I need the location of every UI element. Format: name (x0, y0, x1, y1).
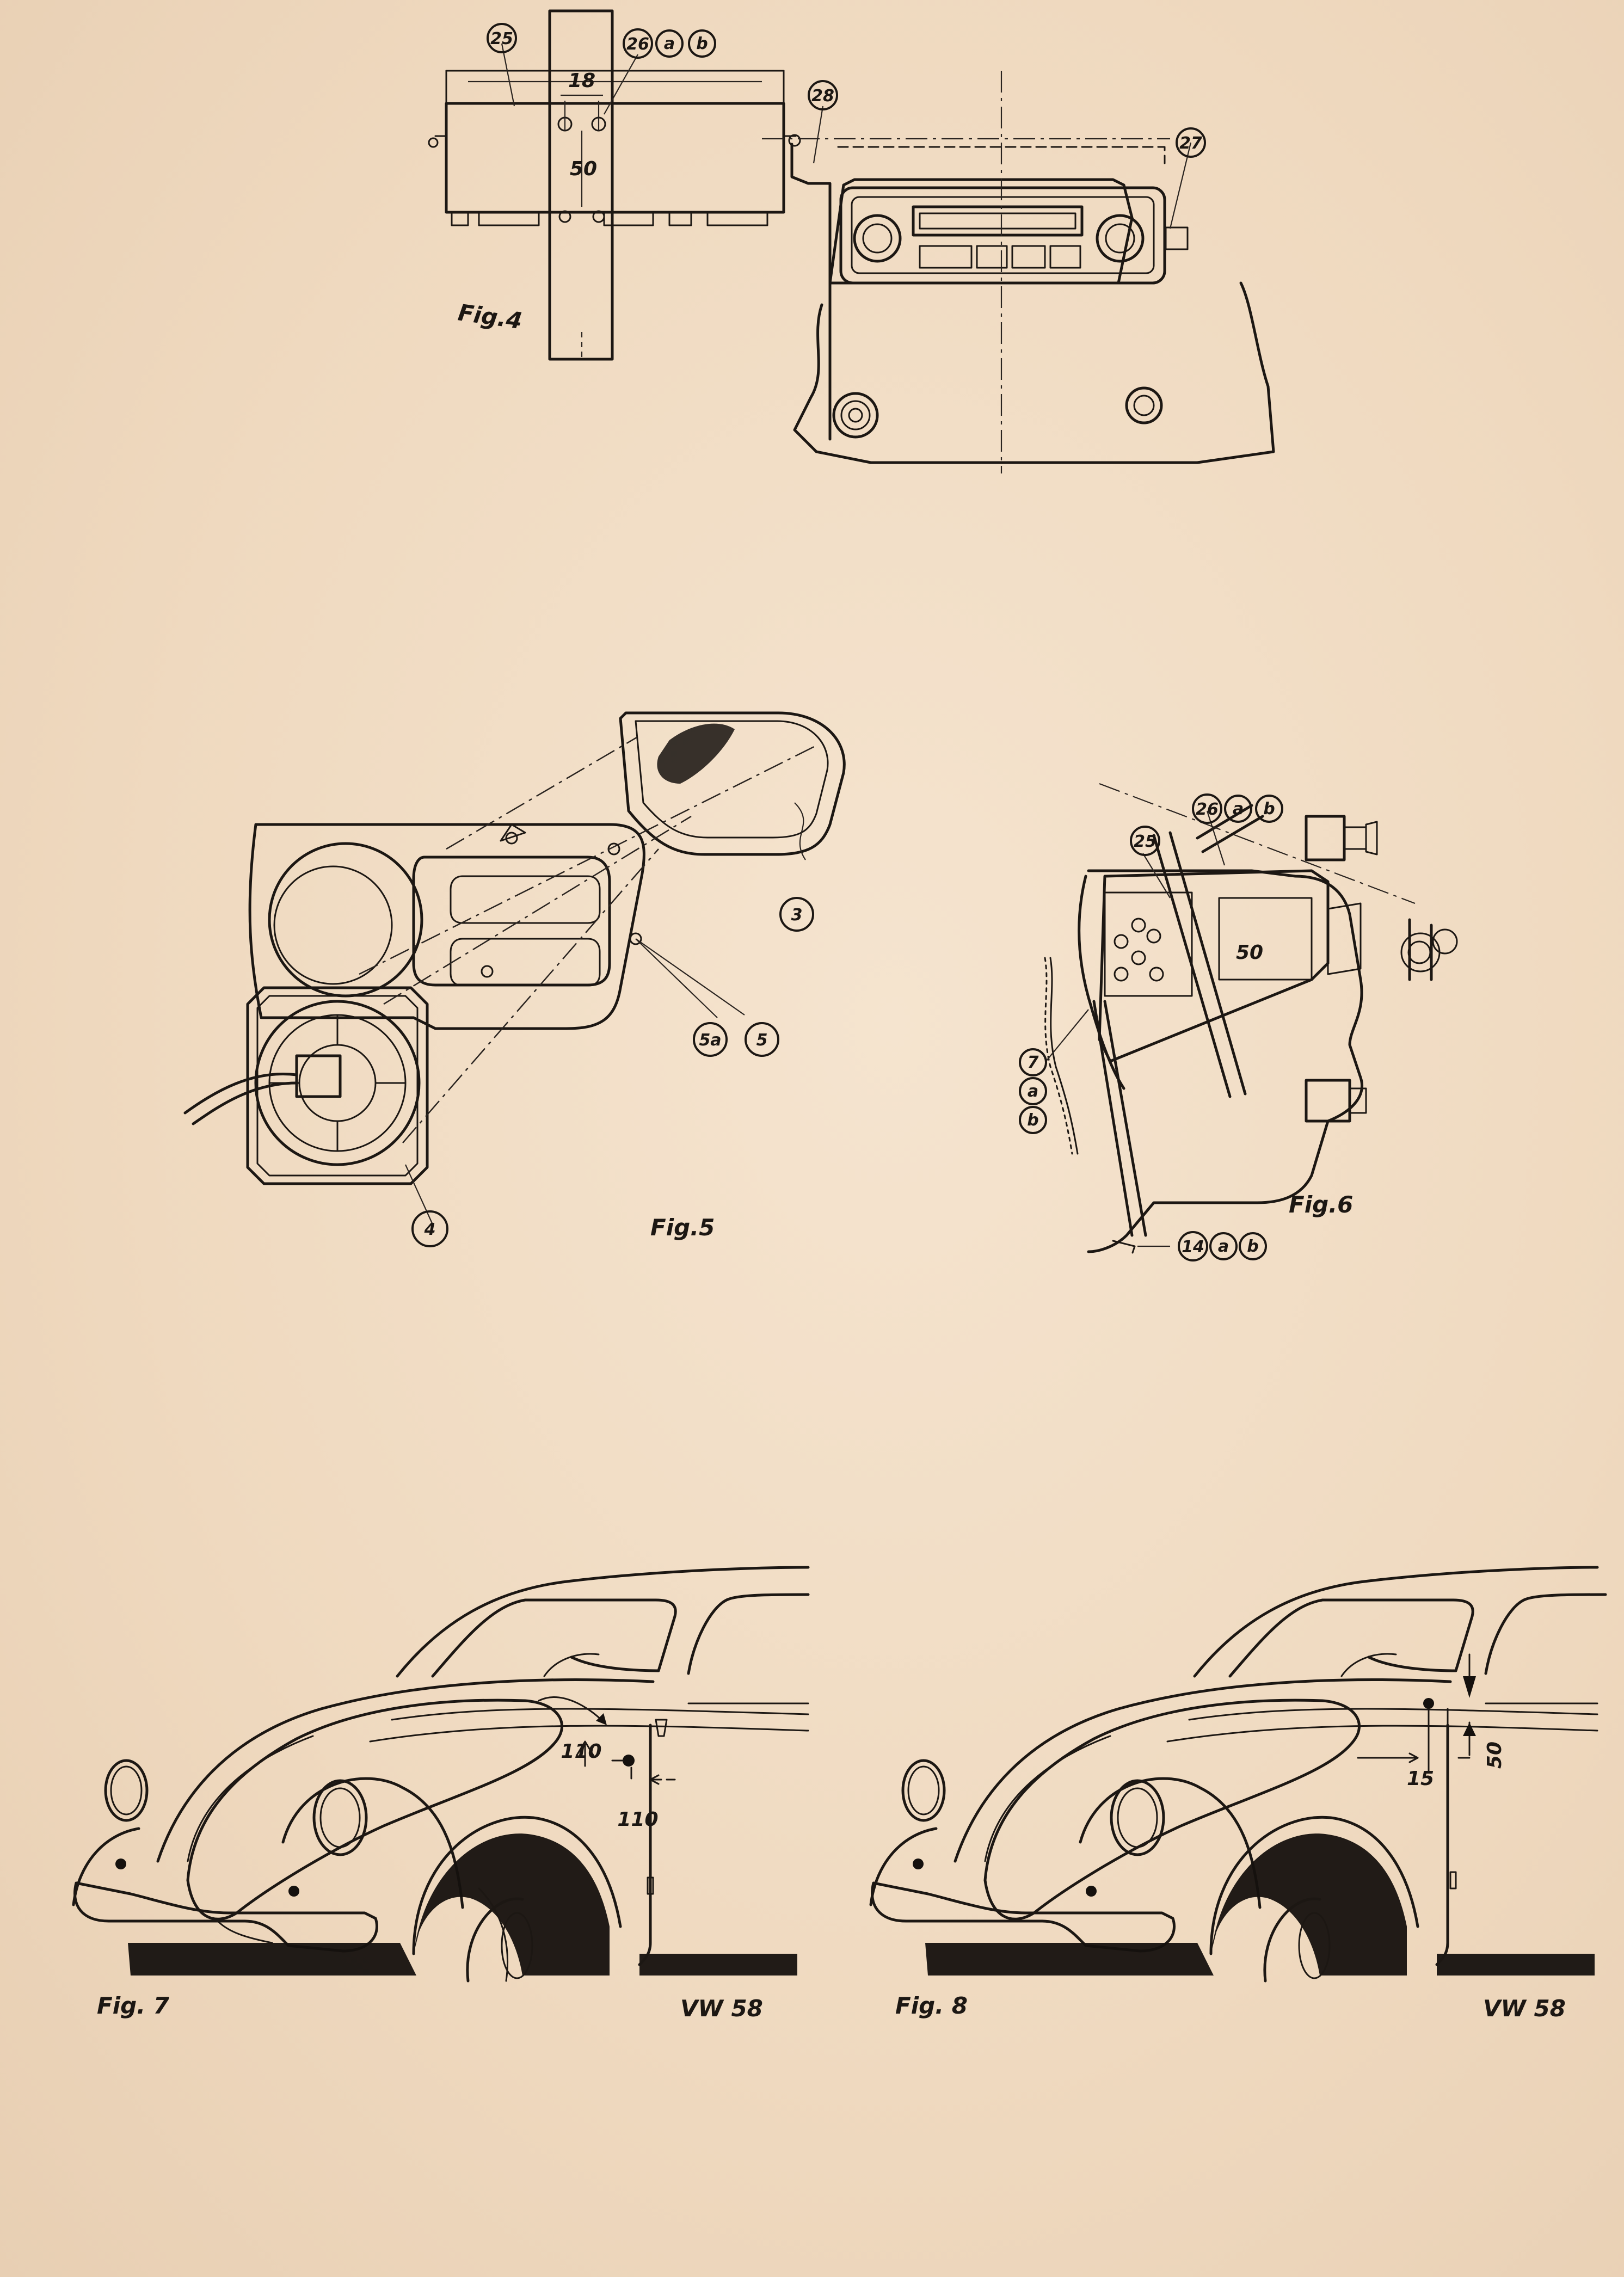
fig4-callout-25: 25 (490, 29, 513, 48)
fig4-callout-26b: b (696, 34, 708, 53)
fig7-hood (186, 1698, 563, 1921)
fig4-radio-unit (839, 186, 1166, 285)
fig4-callout-27: 27 (1179, 134, 1202, 153)
fig8-labels: 15 50 Fig. 8 VW 58 (895, 1741, 1566, 2022)
fig6-callout-14a: a (1218, 1237, 1229, 1256)
fig8-dimension-50: 50 (1484, 1741, 1506, 1769)
fig6-callout-25: 25 (1134, 832, 1157, 851)
fig6-callout-26b: b (1263, 799, 1275, 819)
fig6-callout-14b: b (1247, 1237, 1258, 1256)
fig6-lower-strap (1092, 1000, 1147, 1237)
fig4-dimension-18: 18 (568, 70, 595, 92)
fig5-speaker-opening (268, 842, 423, 998)
fig5-callout-4: 4 (424, 1220, 436, 1239)
fig6-callout-7b: b (1027, 1111, 1038, 1130)
fig7-model: VW 58 (680, 1995, 763, 2022)
fig4-dimension-50: 50 (570, 158, 597, 180)
fig8-caption: Fig. 8 (895, 1992, 968, 2019)
fig6-caption: Fig.6 (1289, 1191, 1353, 1218)
fig4-callout-28: 28 (811, 87, 834, 106)
fig5-speaker (246, 986, 429, 1185)
fig5-drawing (183, 711, 846, 1225)
fig6-callout-7: 7 (1028, 1053, 1039, 1072)
fig5-cover (619, 711, 846, 856)
fig7-dimension-110-vertical: 110 (561, 1740, 601, 1763)
fig4-tuning-dial (912, 205, 1084, 237)
fig6-callouts: 25 26 a b 7 a b 14 a b 50 Fig.6 (1019, 793, 1353, 1261)
fig4-callout-26a: a (664, 34, 675, 53)
fig8-hood (983, 1698, 1361, 1921)
fig5-cover-hatch (657, 723, 735, 784)
fig6-callout-14: 14 (1182, 1238, 1204, 1257)
fig7-caption: Fig. 7 (97, 1992, 170, 2019)
fig5-dashboard (248, 823, 645, 1030)
fig7-labels: 110 110 Fig. 7 VW 58 (97, 1740, 763, 2022)
fig6-callout-26: 26 (1196, 800, 1219, 819)
fig4-strap (548, 9, 614, 361)
fig5-callout-3: 3 (791, 906, 803, 925)
fig4-caption: Fig.4 (457, 299, 524, 334)
fig6-callout-7a: a (1028, 1082, 1038, 1101)
fig4-drawing (428, 9, 1275, 473)
fig6-drawing (1044, 783, 1458, 1254)
fig7-headlight-left (104, 1759, 149, 1822)
fig8-dimension-15: 15 (1407, 1768, 1434, 1790)
fig5-callouts: 3 5a 5 4 Fig.5 (411, 897, 814, 1247)
fig5-caption: Fig.5 (650, 1214, 715, 1241)
fig5-callout-5: 5 (756, 1031, 768, 1050)
fig5-cable (183, 1072, 298, 1125)
fig8-headlight-left (901, 1759, 946, 1822)
fig6-dimension-50: 50 (1236, 941, 1263, 964)
fig8-antenna-position (1423, 1698, 1434, 1709)
fig4-housing (445, 102, 785, 214)
fig5-magnet (295, 1054, 342, 1098)
fig4-callout-26: 26 (626, 35, 649, 54)
fig5-callout-5a: 5a (699, 1031, 721, 1050)
fig6-callout-26a: a (1233, 799, 1244, 819)
fig6-radio-body (1098, 869, 1330, 1063)
fig7-headlight-right (312, 1779, 368, 1856)
fig6-strap (1152, 834, 1232, 1098)
fig8-model: VW 58 (1483, 1995, 1566, 2022)
fig7-car (72, 1566, 810, 1983)
fig7-dimension-110-horizontal: 110 (617, 1808, 658, 1831)
fig8-car (869, 1566, 1607, 1983)
fig7-antenna-position (623, 1755, 635, 1767)
fig4-right-knob (1096, 214, 1145, 263)
fig8-headlight-right (1110, 1779, 1165, 1856)
fig4-left-knob (853, 214, 902, 263)
